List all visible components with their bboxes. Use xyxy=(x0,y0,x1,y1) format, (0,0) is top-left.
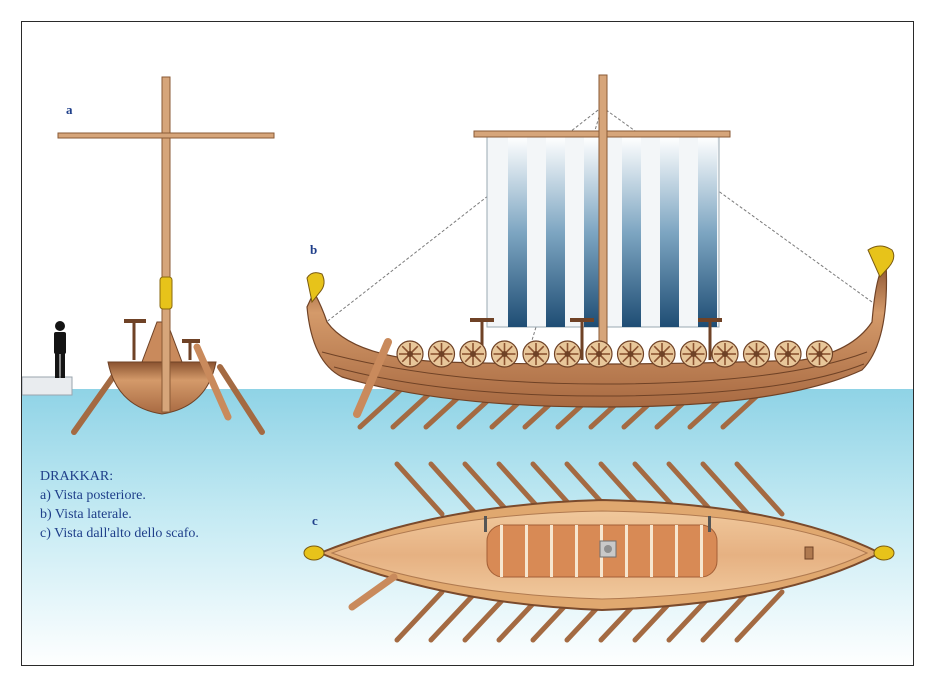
top-view-ship xyxy=(303,461,895,643)
label-c: c xyxy=(312,513,318,528)
shield xyxy=(711,340,739,368)
shield xyxy=(774,340,802,368)
oar xyxy=(666,461,717,517)
shield xyxy=(585,340,613,368)
oar xyxy=(700,589,751,643)
legend-item-c: c) Vista dall'alto dello scafo. xyxy=(40,526,199,541)
shield xyxy=(553,340,582,368)
legend: DRAKKAR: a) Vista posteriore. b) Vista l… xyxy=(40,467,199,543)
label-a: a xyxy=(66,102,73,117)
oar xyxy=(734,589,785,643)
oar xyxy=(462,461,513,517)
sail-stripe xyxy=(508,137,527,327)
shield xyxy=(679,340,708,368)
oar xyxy=(394,461,445,517)
sail-stripe xyxy=(584,137,603,327)
shield xyxy=(742,340,771,368)
shield xyxy=(648,340,676,368)
oar xyxy=(428,461,479,517)
shield xyxy=(459,340,487,368)
shield xyxy=(490,340,519,368)
quay xyxy=(22,376,73,396)
shield xyxy=(805,340,834,368)
sail-stripe xyxy=(546,137,565,327)
shield xyxy=(522,340,550,368)
shield xyxy=(616,340,645,368)
shield xyxy=(427,340,456,368)
label-b: b xyxy=(310,242,318,257)
drakkar-illustration xyxy=(22,74,913,665)
sail-stripe xyxy=(698,137,717,327)
illustration-frame: a b c DRAKKAR: a) Vista posteriore. b) V… xyxy=(21,21,914,666)
oar xyxy=(734,461,785,517)
oar xyxy=(700,461,751,517)
sail-stripe xyxy=(660,137,679,327)
legend-title: DRAKKAR: xyxy=(40,469,114,484)
sail-stripe xyxy=(622,137,641,327)
legend-item-a: a) Vista posteriore. xyxy=(40,488,146,503)
shield xyxy=(396,340,424,368)
oar xyxy=(394,589,445,643)
shields xyxy=(396,340,834,368)
rear-view-ship xyxy=(57,76,275,435)
side-view-ship xyxy=(306,74,895,430)
oar xyxy=(428,589,479,643)
legend-item-b: b) Vista laterale. xyxy=(40,507,132,522)
human-silhouette-icon xyxy=(54,321,66,378)
